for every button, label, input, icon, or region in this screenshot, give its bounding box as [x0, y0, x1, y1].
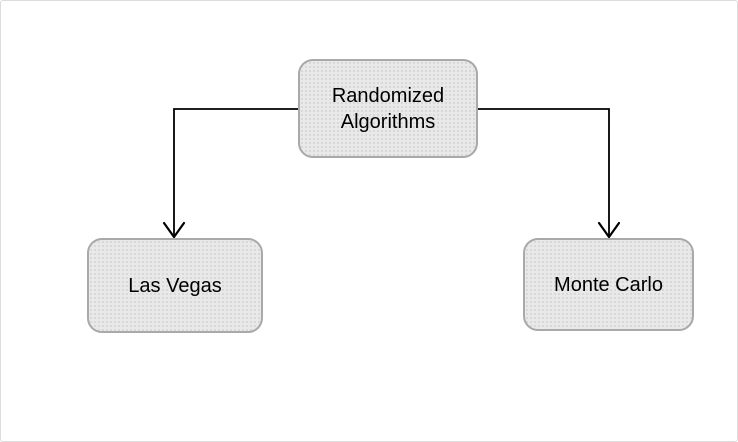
arrowhead-down-left	[162, 221, 186, 239]
node-randomized-algorithms: Randomized Algorithms	[298, 59, 478, 158]
node-label: Monte Carlo	[554, 273, 663, 296]
arrowhead-down-right	[597, 221, 621, 239]
node-label: Randomized Algorithms	[331, 84, 445, 133]
connector-root-to-las-vegas	[162, 108, 298, 239]
node-label: Las Vegas	[128, 274, 222, 297]
node-monte-carlo: Monte Carlo	[523, 238, 694, 331]
connector-root-to-monte-carlo	[478, 108, 621, 239]
node-las-vegas: Las Vegas	[87, 238, 263, 333]
